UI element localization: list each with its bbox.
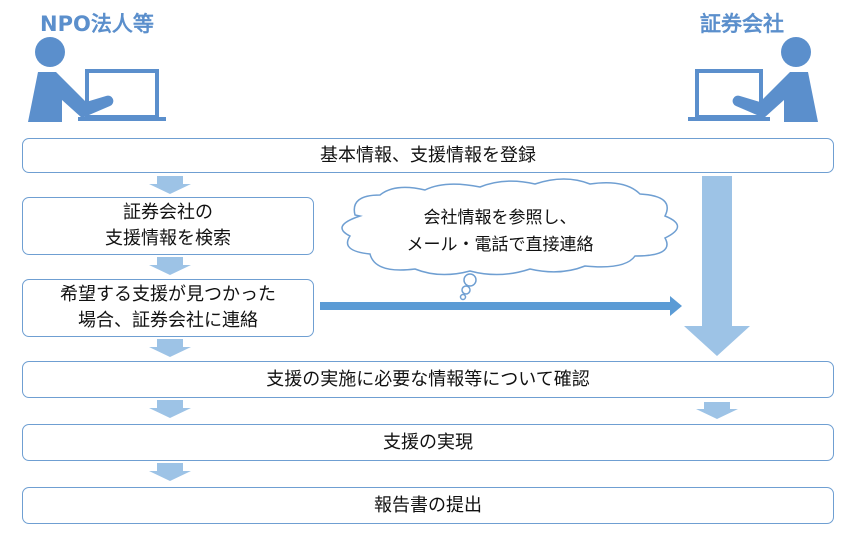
- flow-arrows: [149, 176, 750, 481]
- step-contact: 希望する支援が見つかった 場合、証券会社に連絡: [22, 279, 314, 337]
- cloud-line-1: 会社情報を参照し、: [423, 208, 577, 228]
- step-search-line-1: 証券会社の: [123, 202, 213, 223]
- actor-label-securities: 証券会社: [700, 12, 784, 36]
- thought-cloud-icon: [341, 178, 679, 301]
- cloud-text: 会社情報を参照し、 メール・電話で直接連絡: [340, 205, 660, 259]
- step-search-line-2: 支援情報を検索: [105, 228, 231, 249]
- step-realize-label: 支援の実現: [383, 431, 473, 453]
- step-search: 証券会社の 支援情報を検索: [22, 197, 314, 255]
- step-report-label: 報告書の提出: [374, 494, 482, 516]
- cloud-line-2: メール・電話で直接連絡: [406, 235, 594, 255]
- step-register: 基本情報、支援情報を登録: [22, 138, 834, 173]
- step-confirm: 支援の実施に必要な情報等について確認: [22, 361, 834, 398]
- step-confirm-label: 支援の実施に必要な情報等について確認: [266, 368, 590, 390]
- step-realize: 支援の実現: [22, 424, 834, 461]
- step-report: 報告書の提出: [22, 487, 834, 524]
- contact-arrow: [320, 296, 682, 316]
- step-register-label: 基本情報、支援情報を登録: [320, 144, 536, 166]
- step-contact-line-2: 場合、証券会社に連絡: [78, 310, 258, 331]
- step-contact-line-1: 希望する支援が見つかった: [60, 284, 276, 305]
- person-computer-icon-right: [688, 37, 818, 122]
- actor-label-npo: NPO法人等: [40, 12, 154, 36]
